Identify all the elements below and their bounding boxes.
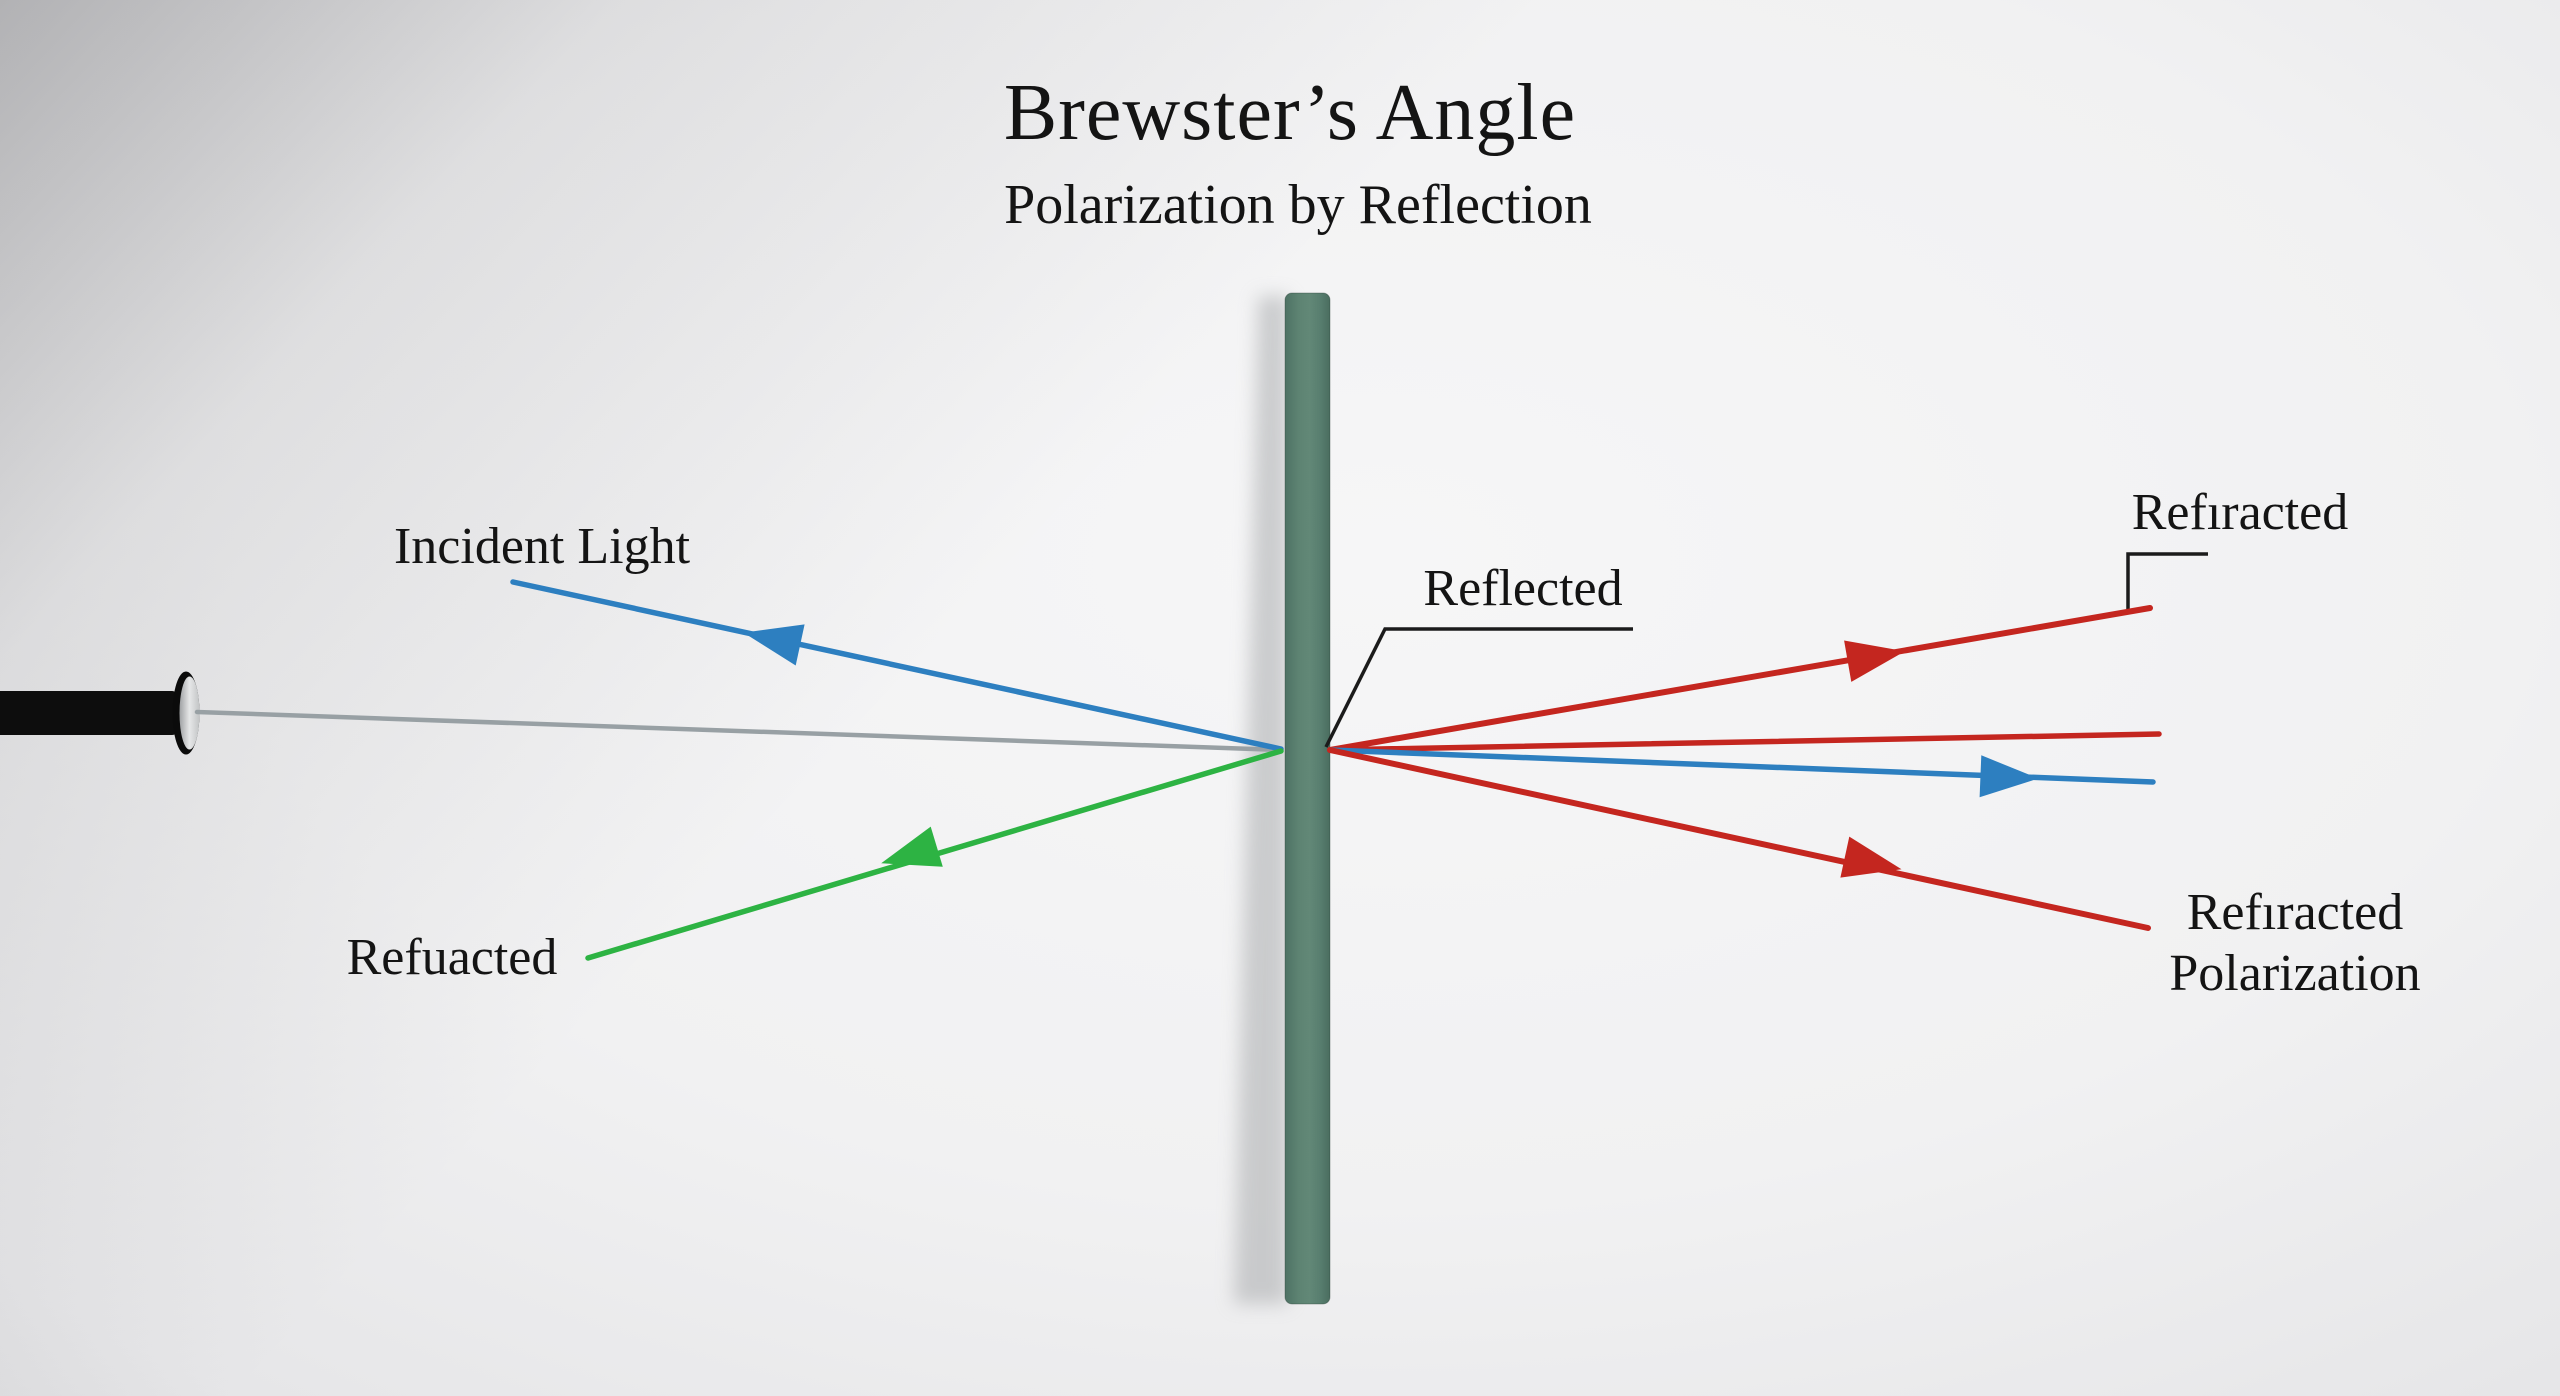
glass-slab — [1284, 292, 1331, 1305]
laser-pointer — [0, 671, 200, 755]
middle-red-ray — [1327, 731, 2162, 753]
page-subtitle: Polarization by Reflection — [1004, 174, 1592, 236]
laser-beam-ray — [194, 709, 1284, 753]
page-title: Brewster’s Angle — [1003, 69, 1577, 157]
refracted-polarization-line1: Refıracted — [2186, 884, 2404, 941]
glass-slab-shadow — [1234, 296, 1288, 1304]
transmitted-blue-ray-arrowhead — [1979, 755, 2039, 798]
reflected-leader-line — [1324, 627, 1633, 748]
refracted-top-leader-line — [2126, 552, 2208, 612]
refracted-polarization-label: Refıracted Polarization — [2169, 882, 2420, 1005]
refracted-top-right-label: Refıracted — [2131, 484, 2349, 541]
rays-group — [194, 552, 2208, 961]
incident-light-ray — [510, 579, 1284, 752]
refracted-left-ray-arrowhead — [881, 826, 943, 867]
refracted-left-label: Refuacted — [346, 929, 558, 986]
laser-pointer-disc-face — [179, 676, 200, 750]
refracted-polarization-ray-arrowhead — [1840, 836, 1902, 878]
transmitted-blue-ray — [1327, 747, 2156, 798]
reflected-upper-red-ray — [1327, 605, 2153, 753]
incident-light-ray-arrowhead — [743, 624, 805, 666]
refracted-polarization-ray — [1327, 747, 2151, 931]
laser-pointer-body — [0, 691, 178, 735]
reflected-label: Reflected — [1423, 560, 1623, 617]
incident-light-label: Incident Light — [393, 518, 691, 575]
reflected-upper-red-ray-arrowhead — [1844, 640, 1905, 682]
refracted-polarization-line2: Polarization — [2169, 945, 2421, 1003]
refracted-left-ray — [585, 748, 1284, 961]
